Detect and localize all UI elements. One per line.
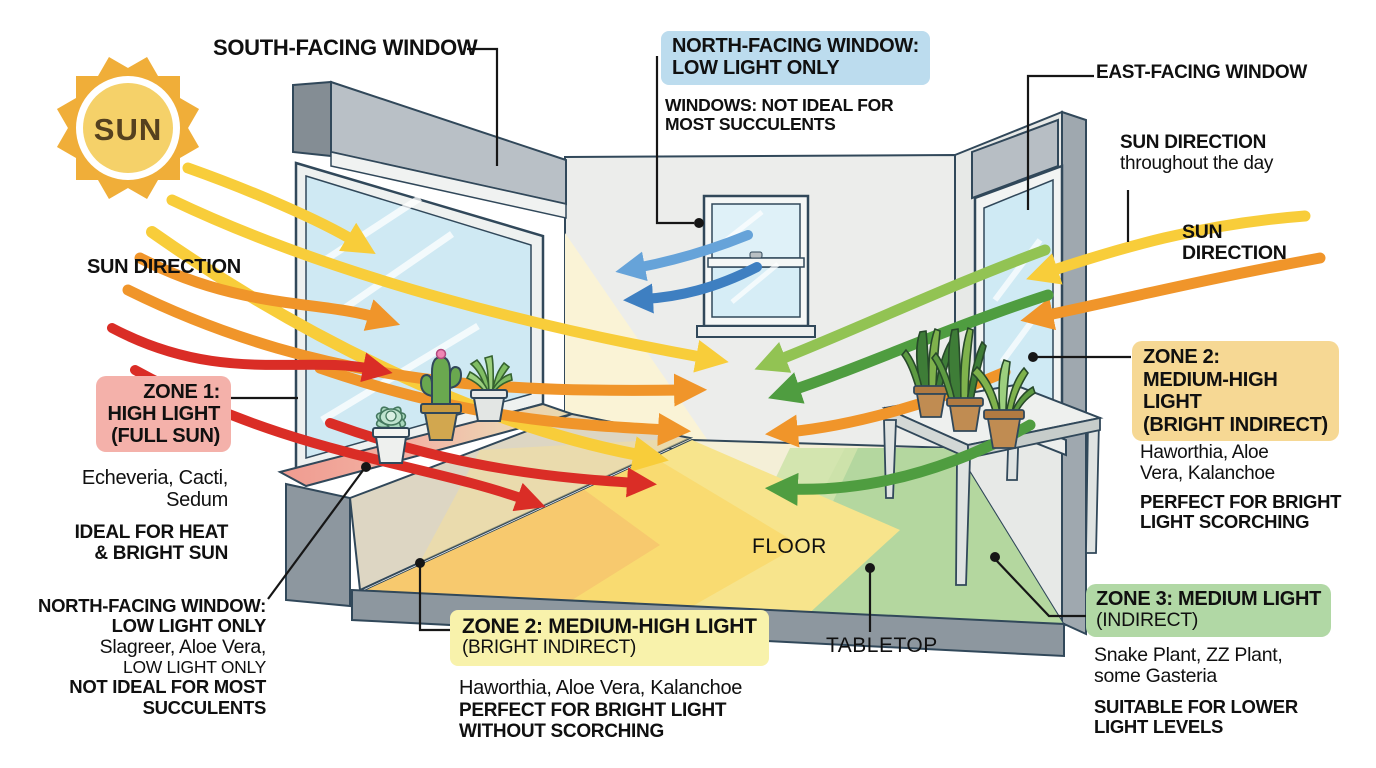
zone1-note-line1: IDEAL FOR HEAT [74, 522, 229, 543]
corner-block [285, 482, 351, 608]
north-bottom-leader [267, 468, 365, 600]
zone1-title-line3: (FULL SUN) [111, 425, 220, 447]
zone1-plants-line1: Echeveria, Cacti, [81, 467, 228, 489]
sun-direction-right-line2: DIRECTION [1182, 242, 1287, 265]
red-arrow [107, 323, 393, 383]
zone2-right-plants-line2: Vera, Kalanchoe [1140, 462, 1275, 484]
east-window-label: EAST-FACING WINDOW [1096, 62, 1307, 83]
north-bottom-title-line2: LOW LIGHT ONLY [111, 615, 267, 637]
north-bottom-note-line2: SUCCULENTS [142, 696, 267, 718]
zone1-title-line2: HIGH LIGHT [107, 403, 220, 425]
zone3-plants: Snake Plant, ZZ Plant, some Gasteria [1094, 644, 1283, 688]
zone3-note-line2: LIGHT LEVELS [1094, 716, 1223, 738]
zone1-note-line2: & BRIGHT SUN [94, 542, 228, 564]
south-window-label: SOUTH-FACING WINDOW [213, 35, 478, 60]
zone3-title: ZONE 3: MEDIUM LIGHT [1096, 588, 1322, 610]
zone3-leader [994, 558, 1087, 618]
sun-label: SUN [94, 112, 162, 147]
yellow-arrow-east [1026, 210, 1311, 285]
zone1-plants-line2: Sedum [166, 489, 228, 511]
blue-arrow [623, 262, 762, 314]
sun-direction-right-label: SUN DIRECTION [1182, 221, 1287, 265]
zone3-plants-line2: some Gasteria [1094, 665, 1217, 688]
orange-arrow-east [1020, 252, 1326, 331]
zone2-right-note-line1: PERFECT FOR BRIGHT [1140, 491, 1342, 512]
blue-arrow [615, 230, 753, 282]
zone2-right-label: ZONE 2: MEDIUM-HIGH LIGHT (BRIGHT INDIRE… [1132, 341, 1339, 442]
north-window-note-line1: WINDOWS: NOT IDEAL FOR [665, 95, 894, 115]
zone2-center-subtitle: (BRIGHT INDIRECT) [462, 637, 636, 659]
zone3-label: ZONE 3: MEDIUM LIGHT (INDIRECT) [1086, 584, 1332, 638]
green-arrow [754, 244, 1051, 373]
echeveria-plant [372, 406, 410, 464]
sun-direction-day-sub: throughout the day [1120, 152, 1274, 174]
orange-arrow [314, 362, 692, 446]
green-arrow [768, 289, 1054, 404]
zone2-right-title-line4: (BRIGHT INDIRECT) [1143, 413, 1328, 436]
sun-icon: SUN [56, 56, 200, 200]
north-bottom-title-line1: NORTH-FACING WINDOW: [38, 595, 266, 616]
zone2-center-label: ZONE 2: MEDIUM-HIGH LIGHT (BRIGHT INDIRE… [450, 610, 769, 666]
north-bottom-plants-line1: Slagreer, Aloe Vera, [99, 635, 267, 658]
zone1-plants: Echeveria, Cacti, Sedum [82, 467, 228, 511]
zone2-right-note-line2: LIGHT SCORCHING [1140, 511, 1310, 533]
succulent-plant [465, 354, 513, 422]
sill-plants [372, 348, 513, 464]
aloe-plant [970, 359, 1036, 449]
sun-direction-right-line1: SUN [1182, 221, 1223, 243]
zone2-center-note-line2: WITHOUT SCORCHING [459, 720, 664, 742]
zone3-note-line1: SUITABLE FOR LOWER [1094, 696, 1298, 717]
zone1-label: ZONE 1: HIGH LIGHT (FULL SUN) [96, 376, 231, 452]
zone1-title-line1: ZONE 1: [143, 381, 220, 403]
north-window-title-line1: NORTH-FACING WINDOW: [672, 35, 919, 57]
sun-direction-day-label: SUN DIRECTION throughout the day [1120, 132, 1274, 175]
cactus-plant [419, 348, 463, 441]
orange-arrow [134, 252, 401, 331]
zone2-center-leader [418, 565, 452, 632]
north-window-label: NORTH-FACING WINDOW: LOW LIGHT ONLY [661, 31, 930, 85]
north-window-bottom-label: NORTH-FACING WINDOW: LOW LIGHT ONLY Slag… [38, 595, 267, 718]
zone3-subtitle: (INDIRECT) [1096, 609, 1199, 631]
south-window-leader [467, 47, 499, 166]
north-window-title-line2: LOW LIGHT ONLY [672, 57, 840, 79]
north-window-note: WINDOWS: NOT IDEAL FOR MOST SUCCULENTS [665, 95, 894, 135]
zone2-center-plants: Haworthia, Aloe Vera, Kalanchoe [459, 677, 743, 699]
zone2-right-plants: Haworthia, Aloe Vera, Kalanchoe [1140, 442, 1275, 485]
leader-lines [229, 47, 1131, 632]
sun-direction-left-label: SUN DIRECTION [87, 256, 241, 278]
zone3-note: SUITABLE FOR LOWER LIGHT LEVELS [1094, 696, 1298, 738]
north-window [696, 194, 816, 338]
zone1-note: IDEAL FOR HEAT & BRIGHT SUN [74, 522, 229, 565]
zone2-center-title: ZONE 2: MEDIUM-HIGH LIGHT [462, 615, 757, 638]
floor-label: FLOOR [752, 535, 827, 558]
north-window-leader [655, 56, 694, 225]
zone2-right-note: PERFECT FOR BRIGHT LIGHT SCORCHING [1140, 491, 1342, 533]
north-bottom-note-line1: NOT IDEAL FOR MOST [69, 676, 266, 698]
zone2-center-note-line1: PERFECT FOR BRIGHT LIGHT [459, 700, 727, 721]
yellow-arrow [166, 194, 729, 373]
table-plants [900, 326, 1036, 449]
zone2-right-title-line3: LIGHT [1143, 391, 1202, 414]
north-bottom-plants-line2: LOW LIGHT ONLY [123, 657, 266, 678]
zone2-right-plants-line1: Haworthia, Aloe [1140, 442, 1269, 463]
orange-arrow [122, 284, 708, 407]
south-window-header [292, 80, 567, 219]
zone3-plants-line1: Snake Plant, ZZ Plant, [1094, 644, 1283, 666]
leader-dots [361, 218, 1038, 573]
east-window-leader [1026, 74, 1094, 210]
yellow-arrow [182, 162, 376, 255]
zone2-center-note: PERFECT FOR BRIGHT LIGHT WITHOUT SCORCHI… [459, 700, 727, 743]
sun-direction-day-title: SUN DIRECTION [1120, 132, 1266, 153]
zone2-right-title-line1: ZONE 2: [1143, 346, 1220, 368]
north-window-note-line2: MOST SUCCULENTS [665, 114, 836, 135]
tabletop-label: TABLETOP [826, 634, 938, 657]
east-window-lintel [971, 118, 1059, 200]
zone2-right-title-line2: MEDIUM-HIGH [1143, 368, 1278, 391]
